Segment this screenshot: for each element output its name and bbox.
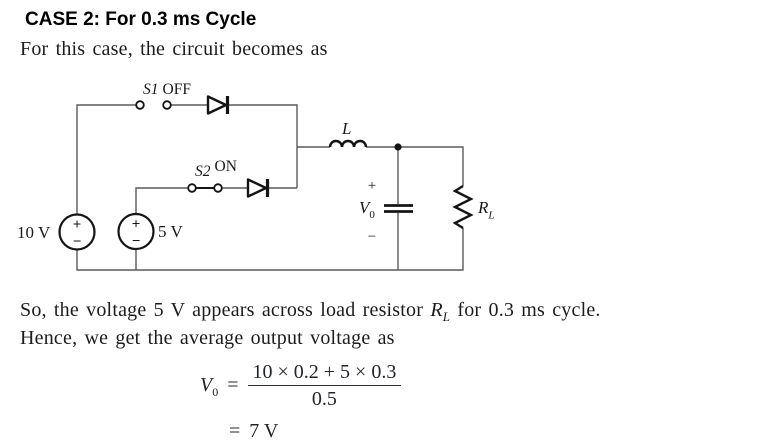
source-10v-circle [58, 213, 96, 251]
page-title: CASE 2: For 0.3 ms Cycle [25, 9, 257, 30]
source-5v-minus-sign: − [132, 234, 141, 250]
result-equals-sign: = [229, 420, 241, 442]
voltage-source-10v: + − 10 V [17, 213, 96, 251]
source-5v-plus-sign: + [132, 217, 141, 233]
source-10v-label: 10 V [17, 223, 51, 242]
output-plus-sign: + [368, 178, 376, 194]
diode-top-triangle [206, 95, 228, 115]
inductor-coil [328, 139, 368, 148]
load-resistor: RL [452, 184, 495, 230]
wire-diode1-to-bus [229, 104, 298, 188]
s2-contact-left [187, 183, 197, 193]
voltage-source-5v: + − 5 V [117, 212, 183, 251]
diode-middle-triangle [246, 178, 268, 198]
s1-contact-right [162, 100, 172, 110]
diode-middle [246, 178, 270, 198]
equation-line-1: V0 = 10 × 0.2 + 5 × 0.3 0.5 [200, 361, 402, 410]
average-output-equation: V0 = 10 × 0.2 + 5 × 0.3 0.5 = 7 V [200, 361, 402, 443]
source-5v-circle [117, 212, 155, 251]
load-resistor-label: RL [477, 198, 495, 222]
equation-line-2: = 7 V [220, 420, 401, 443]
source-10v-minus-sign: − [73, 234, 82, 250]
junction-dot [394, 143, 402, 151]
resistor-zigzag [452, 184, 474, 230]
inductor: L [328, 119, 368, 148]
capacitor [384, 204, 413, 213]
wire-bottom [76, 228, 464, 271]
wire-left-top [76, 104, 136, 215]
conclusion-post: for 0.3 ms cycle. [450, 299, 601, 321]
conclusion-sentence: So, the voltage 5 V appears across load … [20, 299, 601, 324]
equation-lhs: V0 [200, 374, 219, 399]
inductor-label: L [341, 119, 351, 138]
rl-symbol: RL [430, 299, 451, 324]
output-voltage-annotation: + V0 − [359, 178, 376, 245]
source-5v-label: 5 V [158, 222, 183, 241]
circuit-wires [76, 104, 464, 271]
conclusion-pre: So, the voltage 5 V appears across load … [20, 299, 431, 321]
s2-contact-right [213, 183, 223, 193]
output-minus-sign: − [368, 229, 376, 245]
s1-contact-left [135, 100, 145, 110]
diode-top [206, 95, 230, 115]
source-10v-plus-sign: + [73, 217, 82, 233]
output-voltage-label: V0 [359, 198, 375, 221]
wire-inductor-to-load [366, 146, 464, 186]
intro-text: For this case, the circuit becomes as [20, 38, 328, 60]
hence-sentence: Hence, we get the average output voltage… [20, 327, 395, 349]
wire-5v-to-s2 [135, 187, 188, 214]
fraction: 10 × 0.2 + 5 × 0.3 0.5 [247, 361, 402, 410]
result-value: 7 V [249, 420, 279, 442]
fraction-numerator: 10 × 0.2 + 5 × 0.3 [247, 361, 402, 386]
equals-sign: = [227, 374, 239, 396]
fraction-denominator: 0.5 [311, 388, 337, 410]
